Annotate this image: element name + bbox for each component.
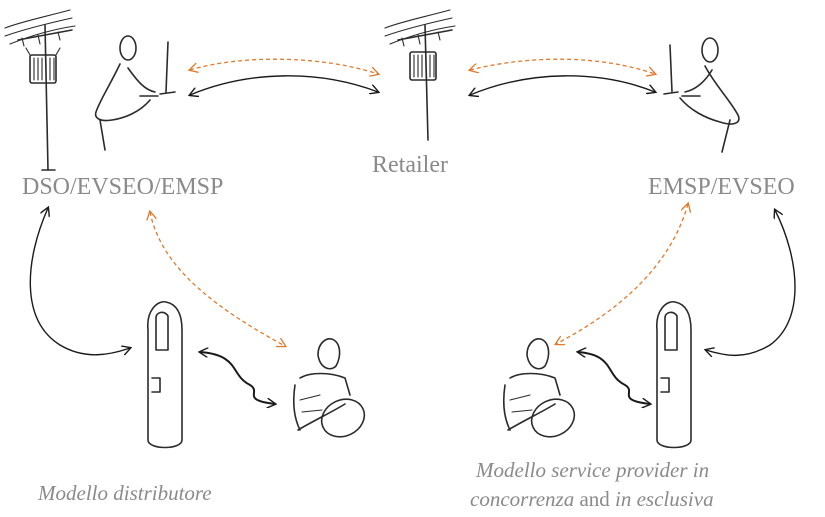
orange-arrow-retailer-right bbox=[470, 58, 655, 74]
right-actor-label: EMSP/EVSEO bbox=[648, 174, 795, 200]
power-pole-icon bbox=[4, 9, 76, 171]
black-arrow-left-station bbox=[29, 208, 130, 356]
black-arrow-retailer-right bbox=[470, 75, 655, 95]
black-arrow-left-retailer bbox=[190, 75, 378, 95]
right-caption-plain: and bbox=[574, 487, 615, 511]
driver-in-car-icon bbox=[293, 338, 366, 438]
orange-arrow-left-driver bbox=[150, 212, 285, 346]
person-at-computer-icon bbox=[663, 37, 740, 153]
black-arrow-right-station bbox=[706, 210, 796, 355]
left-caption: Modello distributore bbox=[37, 481, 212, 505]
driver-in-car-icon bbox=[503, 338, 576, 438]
right-caption-italic-b: in esclusiva bbox=[615, 487, 714, 511]
orange-arrow-right-driver bbox=[556, 204, 688, 344]
charging-station-icon bbox=[147, 301, 183, 449]
left-actor-label: DSO/EVSEO/EMSP bbox=[22, 174, 223, 200]
black-arrow-station-driver-right bbox=[578, 352, 650, 404]
right-caption-line2: concorrenza and in esclusiva bbox=[470, 487, 714, 511]
person-at-computer-icon bbox=[94, 35, 176, 151]
charging-station-icon bbox=[656, 301, 692, 449]
center-actor-label: Retailer bbox=[372, 152, 448, 178]
right-caption-italic-a: concorrenza bbox=[470, 487, 574, 511]
right-caption-line1: Modello service provider in bbox=[475, 458, 709, 482]
orange-arrow-left-retailer bbox=[190, 58, 378, 74]
black-arrow-station-driver-left bbox=[200, 352, 275, 404]
power-pole-icon bbox=[384, 9, 456, 141]
